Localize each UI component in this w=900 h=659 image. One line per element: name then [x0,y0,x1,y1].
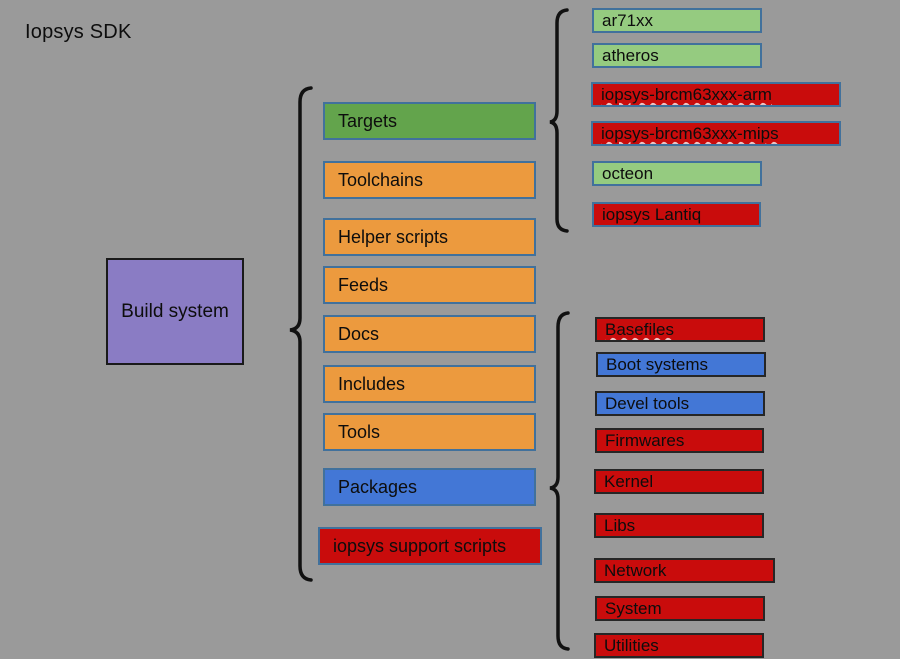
node-iopsys-lantiq: iopsys Lantiq [592,202,761,227]
node-docs: Docs [323,315,536,353]
node-devel-tools: Devel tools [595,391,765,416]
node-tools: Tools [323,413,536,451]
node-utilities: Utilities [594,633,764,658]
node-build-system: Build system [106,258,244,365]
node-system: System [595,596,765,621]
diagram-title: Iopsys SDK [25,21,132,43]
node-targets: Targets [323,102,536,140]
node-helper-scripts: Helper scripts [323,218,536,256]
node-ar71xx: ar71xx [592,8,762,33]
node-octeon: octeon [592,161,762,186]
node-iopsys-support-scripts: iopsys support scripts [318,527,542,565]
node-libs: Libs [594,513,764,538]
node-feeds: Feeds [323,266,536,304]
brace-build-system [289,86,313,582]
brace-packages [549,311,570,651]
node-basefiles: Basefiles [595,317,765,342]
node-firmwares: Firmwares [595,428,764,453]
node-network: Network [594,558,775,583]
brace-targets [549,8,569,233]
node-includes: Includes [323,365,536,403]
node-iopsys-brcm63xxx-arm: iopsys-brcm63xxx-arm [591,82,841,107]
node-atheros: atheros [592,43,762,68]
node-boot-systems: Boot systems [596,352,766,377]
node-kernel: Kernel [594,469,764,494]
node-packages: Packages [323,468,536,506]
node-toolchains: Toolchains [323,161,536,199]
node-iopsys-brcm63xxx-mips: iopsys-brcm63xxx-mips [591,121,841,146]
